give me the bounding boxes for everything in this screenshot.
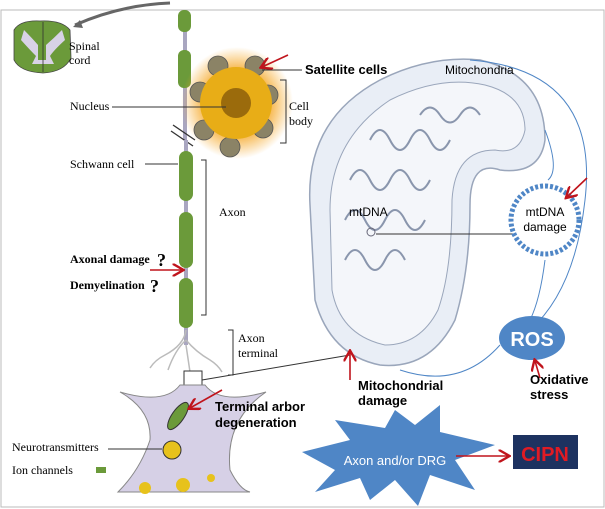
spinal-cord-label-2: cord bbox=[69, 53, 90, 67]
mtdna-damage-label: mtDNA bbox=[526, 205, 565, 219]
cell-body bbox=[181, 47, 293, 159]
cell-body-label-2: body bbox=[289, 114, 313, 128]
loop-line bbox=[469, 59, 587, 331]
mtdna-arrow bbox=[567, 177, 588, 197]
demyelination-label: Demyelination bbox=[70, 278, 145, 292]
axon-lower bbox=[179, 140, 193, 345]
terminal-arbor-label-2: degeneration bbox=[215, 415, 297, 430]
ros-arrow bbox=[535, 361, 540, 379]
ion-channels-label: Ion channels bbox=[12, 463, 73, 477]
frame bbox=[0, 9, 605, 508]
schwann-cell-label: Schwann cell bbox=[70, 157, 135, 171]
ros-bubble bbox=[499, 316, 565, 360]
neurotransmitters-label: Neurotransmitters bbox=[12, 440, 99, 454]
axon-bracket bbox=[201, 159, 207, 316]
cipn-box bbox=[513, 435, 578, 469]
ion-channel-icon bbox=[96, 467, 106, 473]
oxidative-stress-label: Oxidative bbox=[530, 372, 589, 387]
axon-label: Axon bbox=[219, 205, 246, 219]
terminal-arrow bbox=[190, 389, 223, 408]
axon-terminal-label: Axon bbox=[238, 331, 265, 345]
mtdna-label: mtDNA bbox=[349, 205, 388, 219]
mtdna-damage-label-2: damage bbox=[523, 220, 567, 234]
break-mark bbox=[172, 124, 196, 141]
mitochondria-label: Mitochondria bbox=[445, 63, 514, 77]
satellite-arrow bbox=[262, 54, 289, 67]
satellite-cells-label: Satellite cells bbox=[305, 62, 387, 77]
question-mark: ? bbox=[157, 250, 166, 270]
mtdna-ring-icon bbox=[508, 183, 582, 257]
cell-body-bracket bbox=[280, 79, 287, 144]
ros-label: ROS bbox=[510, 329, 553, 351]
mito-damage-label-2: damage bbox=[358, 393, 407, 408]
cell-body-label: Cell bbox=[289, 99, 310, 113]
axon-terminal-label-2: terminal bbox=[238, 346, 279, 360]
axon-terminal-branches bbox=[149, 329, 223, 373]
mitochondrion-illustration bbox=[308, 58, 546, 367]
nucleus-label: Nucleus bbox=[70, 99, 110, 113]
spinal-cord-label: Spinal bbox=[69, 39, 100, 53]
mito-damage-label: Mitochondrial bbox=[358, 378, 443, 393]
oxidative-stress-label-2: stress bbox=[530, 387, 568, 402]
axonal-damage-label: Axonal damage bbox=[70, 252, 150, 266]
spinal-cord-icon bbox=[13, 1, 171, 74]
axon-drg-label: Axon and/or DRG bbox=[344, 453, 447, 468]
synapse-terminal bbox=[116, 384, 267, 494]
axon-drg-burst bbox=[302, 405, 495, 506]
question-mark-2: ? bbox=[150, 276, 159, 296]
terminal-arbor-label: Terminal arbor bbox=[215, 399, 305, 414]
zoom-box bbox=[183, 370, 203, 386]
terminal-bracket bbox=[228, 329, 234, 376]
cipn-label: CIPN bbox=[521, 444, 569, 466]
